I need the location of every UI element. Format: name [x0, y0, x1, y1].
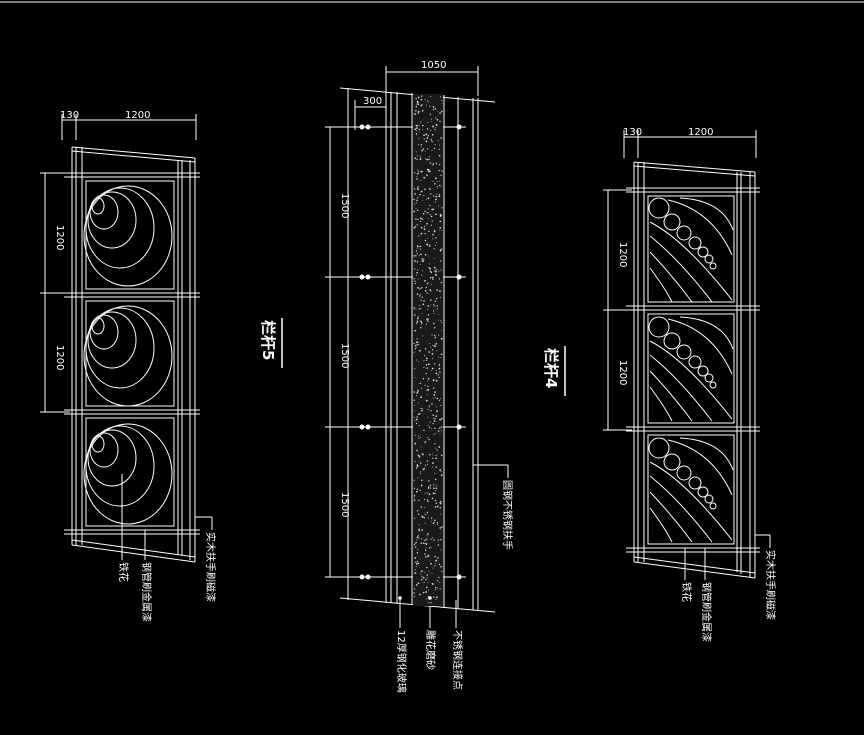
center-connection-points	[359, 124, 462, 600]
railing4-panels	[647, 195, 735, 545]
railing4-title: 栏杆4	[542, 348, 560, 388]
r5-dim-side-1: 1200	[54, 225, 65, 250]
frosted-glass-texture	[413, 95, 443, 604]
center-dim-side-2: 1500	[339, 343, 350, 368]
railing5-panels	[83, 180, 175, 527]
r4-dim-side-2: 1200	[617, 360, 628, 385]
center-railing-elevation	[325, 66, 509, 628]
center-dim-small: 300	[363, 96, 382, 107]
r4-label-left: 铁花	[680, 582, 693, 602]
r4-dim-top-small: 130	[623, 127, 642, 138]
r5-label-right: 实木扶手刷磁漆	[204, 532, 217, 602]
center-label-glass: 12厚钢化玻璃	[395, 630, 408, 693]
railing4-elevation	[603, 130, 771, 580]
r5-dim-top-small: 130	[60, 110, 79, 121]
center-dim-side-1: 1500	[339, 193, 350, 218]
r4-dim-top-large: 1200	[688, 127, 713, 138]
railing5-title: 栏杆5	[259, 320, 277, 360]
r5-dim-side-2: 1200	[54, 345, 65, 370]
railing5-elevation	[40, 114, 213, 563]
r5-label-mid: 钢管刷金属漆	[140, 562, 153, 622]
r5-dim-top-large: 1200	[125, 110, 150, 121]
r4-label-right: 实木扶手刷磁漆	[764, 550, 777, 620]
center-label-handrail: 圆钢不锈钢扶手	[501, 480, 514, 550]
center-dim-top: 1050	[421, 60, 446, 71]
r5-label-left: 铁花	[117, 562, 130, 582]
r4-dim-side-1: 1200	[617, 242, 628, 267]
r4-label-mid: 钢管刷金属漆	[700, 582, 713, 642]
center-label-sand: 雕花磨砂	[424, 630, 437, 670]
center-dim-side-3: 1500	[339, 492, 350, 517]
center-label-bolt: 不锈钢连接点	[451, 630, 464, 690]
